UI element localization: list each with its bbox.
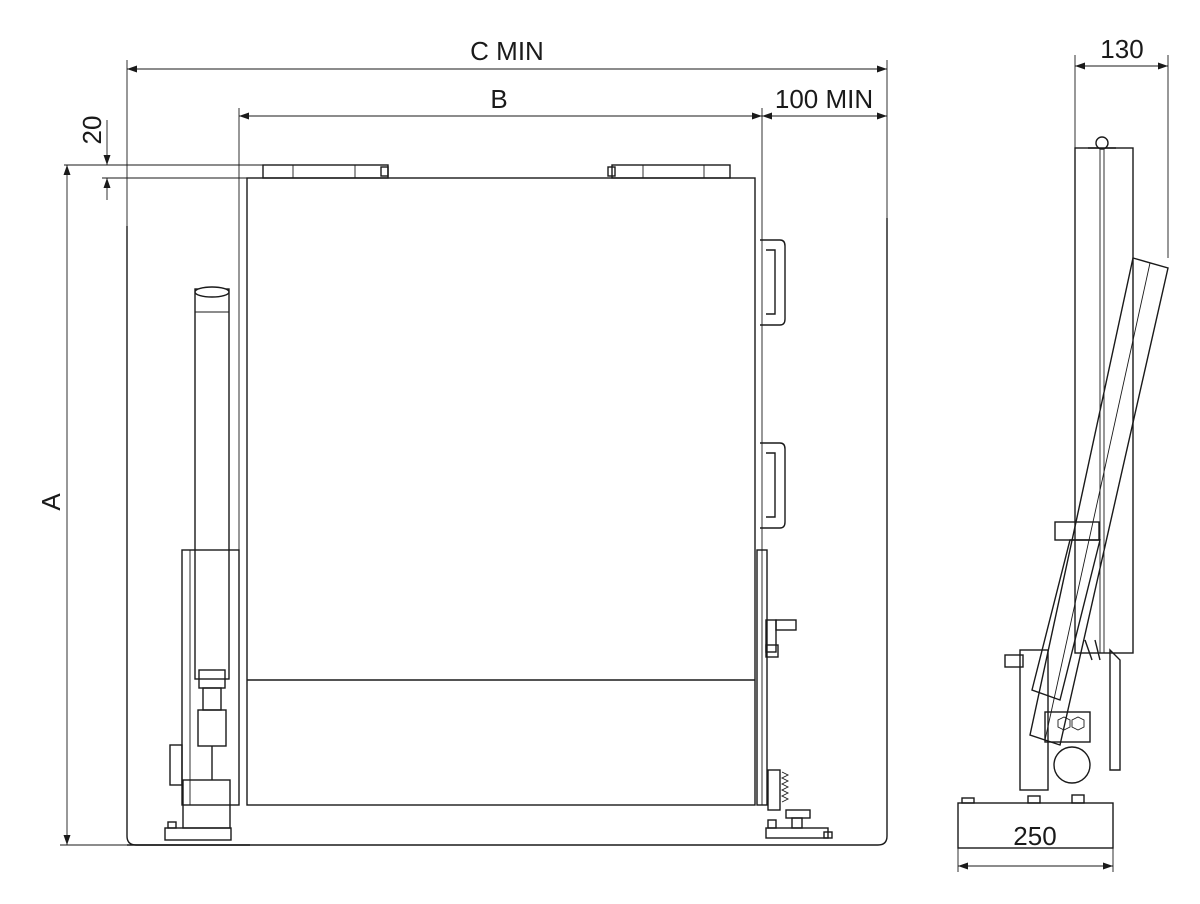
dimension-100-min: 100 MIN — [762, 84, 887, 120]
side-panel-open — [1029, 257, 1169, 746]
dimension-20: 20 — [64, 116, 263, 200]
dimension-a: A — [36, 165, 127, 846]
dimension-c-min: C MIN — [126, 36, 888, 226]
top-hinge-right — [607, 164, 731, 179]
cabinet-door-panel — [246, 177, 756, 806]
side-pivot-wheel — [1053, 746, 1091, 784]
label-130: 130 — [1100, 34, 1143, 64]
label-c-min: C MIN — [470, 36, 544, 66]
dimension-b: B — [238, 84, 763, 178]
label-20: 20 — [77, 116, 107, 145]
side-arm — [1031, 539, 1101, 701]
label-100-min: 100 MIN — [775, 84, 873, 114]
handle-lower — [760, 442, 786, 529]
side-top-pivot — [1095, 136, 1109, 150]
label-b: B — [490, 84, 507, 114]
label-a: A — [36, 493, 66, 511]
handle-upper — [760, 239, 786, 326]
front-view: C MIN B 100 MIN 20 A — [36, 36, 888, 846]
right-latch-assembly — [756, 549, 833, 839]
left-lift-mechanism — [164, 286, 240, 841]
top-hinge-left — [262, 164, 389, 179]
side-base-upright — [1019, 649, 1049, 791]
dimension-130: 130 — [1074, 34, 1169, 258]
label-250: 250 — [1013, 821, 1056, 851]
dimension-250: 250 — [957, 821, 1114, 872]
side-lower-guard — [1109, 648, 1121, 771]
side-view: 130 250 — [957, 34, 1169, 872]
wall-recess-outline — [126, 218, 888, 846]
